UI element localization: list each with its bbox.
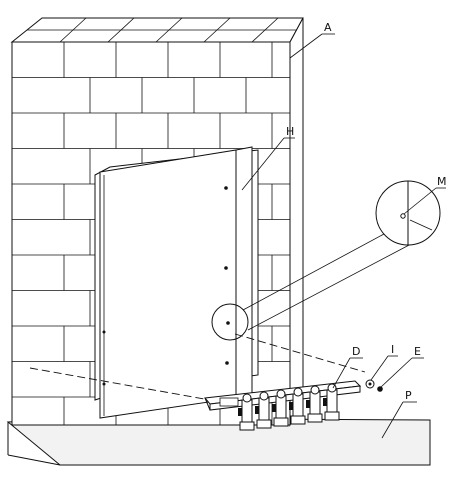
screw-hole-icon	[224, 186, 228, 190]
screw-hole-icon	[226, 321, 230, 325]
screw-hole-icon	[224, 266, 228, 270]
valve-icon	[306, 385, 323, 423]
manifold-assembly	[204, 380, 362, 431]
valve-icon	[255, 391, 272, 429]
detail-callout	[211, 180, 441, 341]
screw-hole-icon	[102, 382, 106, 386]
label-e: E	[414, 345, 421, 358]
projection-lines	[29, 333, 366, 401]
screw-icon	[400, 213, 406, 219]
label-a: A	[324, 21, 332, 34]
fixing-screws	[365, 379, 383, 392]
label-i: I	[391, 343, 394, 356]
screw-hole-icon	[102, 330, 106, 334]
mounting-panel	[99, 146, 253, 419]
label-d: D	[352, 345, 360, 358]
screw-hole-icon	[225, 361, 229, 365]
screw-icon	[377, 386, 383, 392]
leader-lines	[241, 33, 446, 439]
label-m: M	[437, 175, 447, 188]
label-h: H	[286, 125, 294, 138]
valve-icon	[238, 393, 255, 431]
valve-icon	[272, 389, 289, 427]
valve-icon	[289, 387, 306, 425]
label-p: P	[405, 389, 412, 402]
